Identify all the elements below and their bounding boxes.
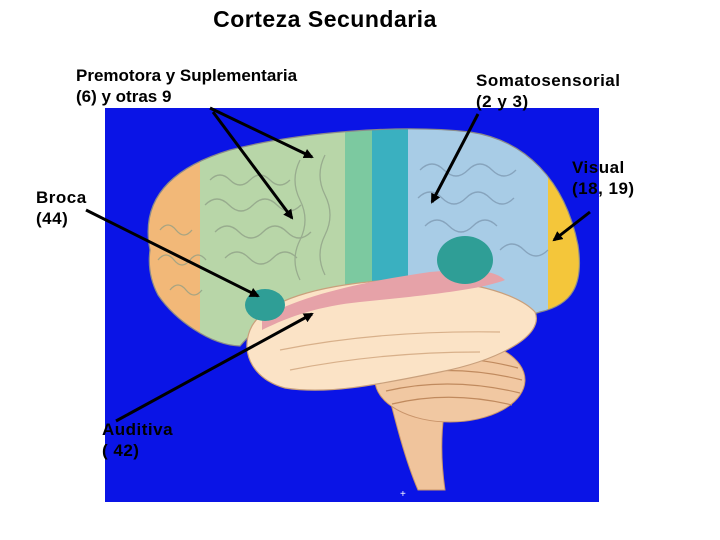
label-somatosensorial-line1: Somatosensorial xyxy=(476,71,621,90)
label-premotora: Premotora y Suplementaria (6) y otras 9 xyxy=(76,65,297,107)
label-somatosensorial: Somatosensorial (2 y 3) xyxy=(476,70,621,112)
label-broca: Broca (44) xyxy=(36,187,87,229)
label-auditiva-line2: ( 42) xyxy=(102,441,139,460)
panel-dot: + xyxy=(400,489,406,500)
label-visual: Visual (18, 19) xyxy=(572,157,635,199)
label-premotora-line2: (6) y otras 9 xyxy=(76,87,171,106)
label-auditiva: Auditiva ( 42) xyxy=(102,419,173,461)
label-auditiva-line1: Auditiva xyxy=(102,420,173,439)
label-visual-line1: Visual xyxy=(572,158,625,177)
association-spot xyxy=(437,236,493,284)
label-premotora-line1: Premotora y Suplementaria xyxy=(76,66,297,85)
label-broca-line1: Broca xyxy=(36,188,87,207)
label-visual-line2: (18, 19) xyxy=(572,179,635,198)
label-broca-line2: (44) xyxy=(36,209,68,228)
label-somatosensorial-line2: (2 y 3) xyxy=(476,92,529,111)
